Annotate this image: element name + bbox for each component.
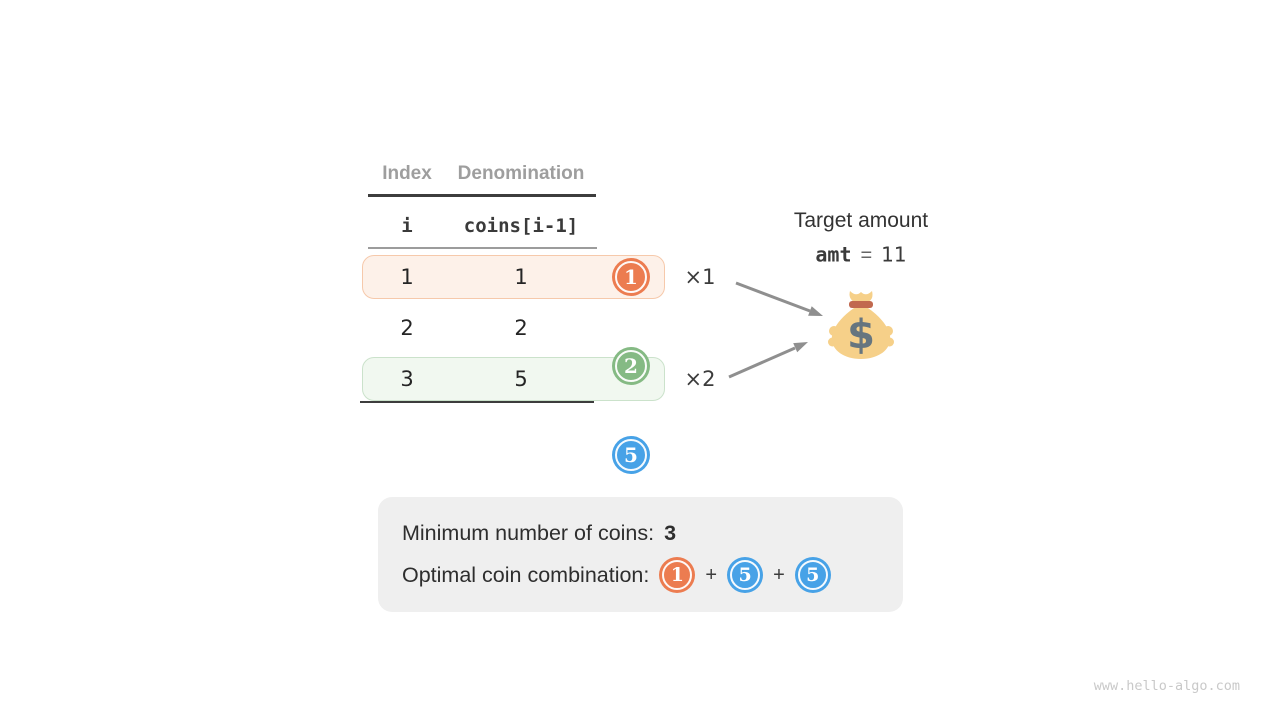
min-coins-value: 3 [664, 521, 677, 545]
combo-coin-5-icon: 5 [794, 557, 831, 593]
amt-variable: amt [815, 242, 852, 267]
column-header-index: Index [382, 163, 432, 184]
plus-sign: + [773, 563, 785, 586]
multiplier-row1: ×1 [684, 265, 716, 289]
target-amount-label: Target amount [793, 209, 929, 232]
combo-coin-1-icon: 1 [659, 557, 696, 593]
multiplier-row3: ×2 [684, 367, 716, 391]
subheader-coins: coins[i-1] [463, 215, 579, 237]
cell-denom-3: 5 [514, 367, 528, 391]
summary-box: Minimum number of coins: 3 Optimal coin … [378, 497, 903, 612]
coin-icon-2: 2 [612, 347, 650, 385]
cell-denom-2: 2 [514, 316, 528, 340]
optimal-combination-label: Optimal coin combination: [402, 562, 650, 587]
dollar-sign: $ [847, 312, 875, 358]
combo-coin-5-icon: 5 [727, 557, 764, 593]
cell-denom-1: 1 [514, 265, 528, 289]
table-rule-bottom [360, 401, 594, 403]
plus-sign: + [705, 563, 718, 586]
site-watermark: www.hello-algo.com [1093, 678, 1240, 694]
coin-icon-1: 1 [612, 258, 650, 296]
money-bag-icon: $ [828, 291, 894, 359]
cell-index-1: 1 [400, 265, 414, 289]
amt-value: 11 [881, 242, 907, 267]
table-rule-top [368, 194, 596, 197]
column-header-denomination: Denomination [457, 163, 585, 184]
min-coins-label: Minimum number of coins: [402, 521, 655, 545]
cell-index-2: 2 [400, 316, 414, 340]
cell-index-3: 3 [400, 367, 414, 391]
equals-sign: = [860, 244, 873, 267]
arrows-to-target-icon [728, 281, 823, 379]
min-coins-line: Minimum number of coins: 3 [402, 521, 676, 546]
target-amount-equation: amt = 11 [815, 243, 906, 268]
table-rule-mid [368, 247, 597, 249]
subheader-i: i [401, 215, 413, 237]
coin-icon-5: 5 [612, 436, 650, 474]
optimal-combination-line: Optimal coin combination: 1 + 5 + 5 [402, 557, 831, 593]
